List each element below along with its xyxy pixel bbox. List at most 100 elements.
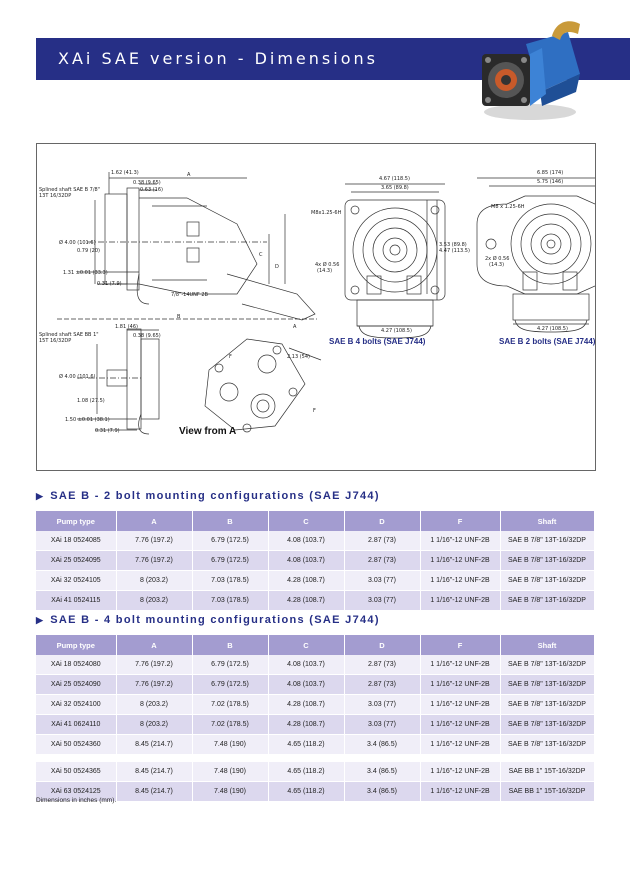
column-header: Shaft — [500, 511, 595, 531]
shaft-label: Splined shaft SAE B 7/8" — [39, 187, 100, 193]
table-cell: 4.08 (103.7) — [268, 674, 345, 695]
dim-label: 0.38 (9.65) — [133, 333, 161, 339]
dim-label: B — [177, 314, 181, 320]
table-spacer-row — [36, 754, 595, 762]
table-cell: 7.03 (178.5) — [192, 570, 269, 591]
table-cell: SAE B 7/8" 13T-16/32DP — [500, 531, 595, 551]
table-cell: SAE B 7/8" 13T-16/32DP — [500, 734, 595, 755]
column-header: A — [116, 635, 193, 655]
table-cell: SAE BB 1" 15T-16/32DP — [500, 761, 595, 782]
table-cell: SAE B 7/8" 13T-16/32DP — [500, 674, 595, 695]
table-cell: 8 (203.2) — [116, 694, 193, 715]
dim-label: 0.38 (9.65) — [133, 180, 161, 186]
shaft-label: 13T 16/32DP — [39, 193, 72, 199]
table-cell: 4.65 (118.2) — [268, 761, 345, 782]
table-cell: XAi 50 0524365 — [36, 761, 117, 782]
table-cell: 7.48 (190) — [192, 781, 269, 802]
table-cell: SAE B 7/8" 13T-16/32DP — [500, 714, 595, 735]
table-cell: XAi 50 0524360 — [36, 734, 117, 755]
table-cell: XAi 41 0624110 — [36, 714, 117, 735]
table-cell: 3.03 (77) — [344, 590, 421, 611]
dim-label: 3.65 (89.8) — [381, 185, 409, 191]
dimension-drawing: 1.62 (41.3) 0.38 (9.65) 0.63 (16) A Spli… — [36, 143, 596, 471]
column-header: Shaft — [500, 635, 595, 655]
table-cell: XAi 18 0524085 — [36, 531, 117, 551]
column-header: C — [268, 511, 345, 531]
table-cell: 2.87 (73) — [344, 531, 421, 551]
dim-label: 1.50 ±0.01 (38.1) — [65, 417, 110, 423]
table-cell: 3.03 (77) — [344, 714, 421, 735]
dim-label: 4.27 (108.5) — [381, 328, 412, 334]
caption-2-bolt: SAE B 2 bolts (SAE J744) — [499, 337, 596, 346]
table-cell: 7.02 (178.5) — [192, 714, 269, 735]
column-header: Pump type — [36, 511, 117, 531]
table-cell: 4.28 (108.7) — [268, 694, 345, 715]
table-cell: 1 1/16"-12 UNF-2B — [420, 714, 501, 735]
table-cell: 8.45 (214.7) — [116, 781, 193, 802]
table-cell: 1 1/16"-12 UNF-2B — [420, 694, 501, 715]
table-cell: XAi 25 0524090 — [36, 674, 117, 695]
table-cell: XAi 32 0524100 — [36, 694, 117, 715]
dim-label: D — [275, 264, 279, 270]
dim-label: F — [313, 408, 316, 414]
dim-label: (14.3) — [489, 262, 505, 268]
drawing-lines — [57, 172, 595, 435]
dim-label: 4.47 (113.5) — [439, 248, 470, 254]
dim-label: 1.31 ±0.01 (33.3) — [63, 270, 108, 276]
column-header: F — [420, 511, 501, 531]
table-cell: 8 (203.2) — [116, 714, 193, 735]
pump-photo — [482, 21, 580, 120]
dim-label: 6.85 (174) — [537, 170, 564, 176]
shaft-label: 15T 16/32DP — [39, 338, 72, 344]
table-cell: 4.08 (103.7) — [268, 550, 345, 571]
dim-label: 7/8"-14UNF 2B — [171, 292, 208, 298]
table-cell: 1 1/16"-12 UNF-2B — [420, 550, 501, 571]
dim-label: 0.31 (7.9) — [97, 281, 122, 287]
dim-label: A — [187, 172, 191, 178]
dim-label: 5.75 (146) — [537, 179, 564, 185]
dim-label: 2x Ø 0.56 — [485, 256, 510, 262]
column-header: Pump type — [36, 635, 117, 655]
bullet-arrow-icon: ▶ — [36, 615, 45, 625]
column-header: D — [344, 511, 421, 531]
table-cell: SAE B 7/8" 13T-16/32DP — [500, 590, 595, 611]
section-title-2-bolt: ▶SAE B - 2 bolt mounting configurations … — [36, 490, 380, 502]
table-cell: XAi 25 0524095 — [36, 550, 117, 571]
table-cell: XAi 63 0524125 — [36, 781, 117, 802]
table-cell: 2.87 (73) — [344, 655, 421, 675]
shaft-label: Splined shaft SAE BB 1" — [39, 332, 99, 338]
table-cell: 3.03 (77) — [344, 570, 421, 591]
table-cell: 4.28 (108.7) — [268, 714, 345, 735]
view-from-a-label: View from A — [179, 426, 237, 437]
dim-label: 4x Ø 0.56 — [315, 262, 340, 268]
column-header: B — [192, 511, 269, 531]
table-cell: 1 1/16"-12 UNF-2B — [420, 761, 501, 782]
table-cell: SAE B 7/8" 13T-16/32DP — [500, 694, 595, 715]
table-cell: 1 1/16"-12 UNF-2B — [420, 531, 501, 551]
table-cell: 1 1/16"-12 UNF-2B — [420, 734, 501, 755]
table-cell: XAi 32 0524105 — [36, 570, 117, 591]
page-title: XAi SAE version - Dimensions — [58, 49, 378, 68]
table-cell: SAE B 7/8" 13T-16/32DP — [500, 655, 595, 675]
table-cell: 3.4 (86.5) — [344, 781, 421, 802]
dim-label: C — [259, 252, 263, 258]
dim-label: 0.63 (16) — [140, 187, 163, 193]
table-cell: 1 1/16"-12 UNF-2B — [420, 674, 501, 695]
table-cell: 3.4 (86.5) — [344, 734, 421, 755]
table-cell: SAE BB 1" 15T-16/32DP — [500, 781, 595, 802]
dim-label: 0.79 (20) — [77, 248, 100, 254]
table-cell: 8.45 (214.7) — [116, 734, 193, 755]
dim-label: 1.08 (27.5) — [77, 398, 105, 404]
dim-label: 4.67 (118.5) — [379, 176, 410, 182]
table-cell: 6.79 (172.5) — [192, 655, 269, 675]
table-cell: 7.48 (190) — [192, 761, 269, 782]
table-cell: 8.45 (214.7) — [116, 761, 193, 782]
table-cell: 6.79 (172.5) — [192, 531, 269, 551]
